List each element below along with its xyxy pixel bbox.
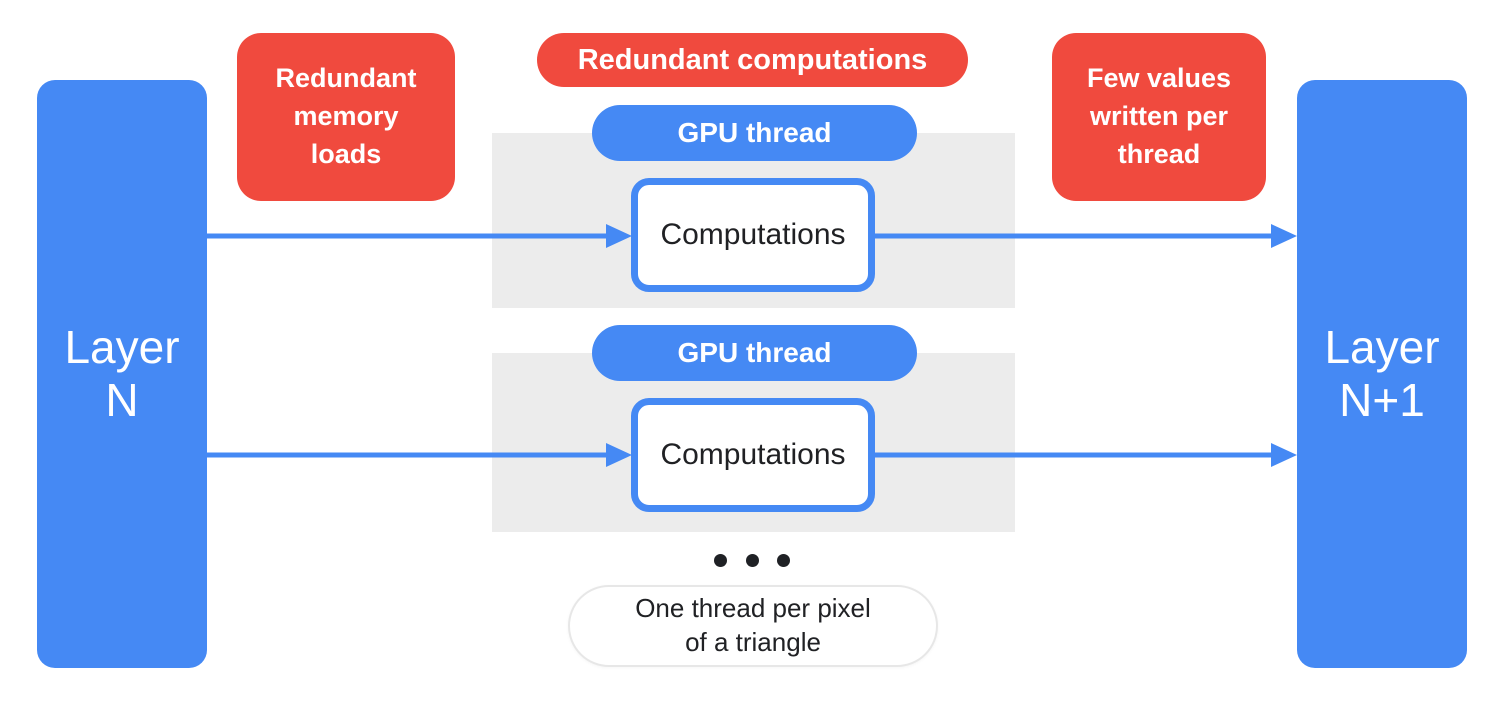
annotation-text: Redundant computations [577, 43, 928, 76]
annotation-few-values-written: Few values written per thread [1052, 33, 1266, 201]
layer-n-plus-1-box: Layer N+1 [1297, 80, 1467, 668]
gpu-thread-pill-2: GPU thread [592, 325, 917, 381]
gpu-thread-label: GPU thread [677, 117, 832, 148]
annotation-redundant-memory-loads: Redundant memory loads [237, 33, 455, 201]
computations-box-2: Computations [631, 398, 875, 512]
layer-n-label: Layer N [64, 320, 180, 426]
layer-n-box: Layer N [37, 80, 207, 668]
annotation-text: Few values written per thread [1086, 63, 1232, 169]
computations-label: Computations [660, 438, 846, 471]
computations-label: Computations [660, 218, 846, 251]
ellipsis-dot [777, 553, 790, 567]
gpu-thread-label: GPU thread [677, 337, 832, 368]
annotation-text: Redundant memory loads [275, 63, 417, 169]
gpu-thread-pill-1: GPU thread [592, 105, 917, 161]
ellipsis-dot [745, 553, 759, 567]
right-arrow-icon [1271, 443, 1297, 467]
footnote-text: One thread per pixel of a triangle [635, 593, 871, 657]
layer-n-plus-1-label: Layer N+1 [1324, 320, 1440, 426]
right-arrow-icon [1271, 224, 1297, 248]
ellipsis-dot [714, 553, 727, 567]
computations-box-1: Computations [631, 178, 875, 292]
more-threads-ellipsis-icon [714, 548, 790, 572]
annotation-redundant-computations: Redundant computations [537, 33, 968, 87]
footnote-pill: One thread per pixel of a triangle [568, 585, 938, 667]
